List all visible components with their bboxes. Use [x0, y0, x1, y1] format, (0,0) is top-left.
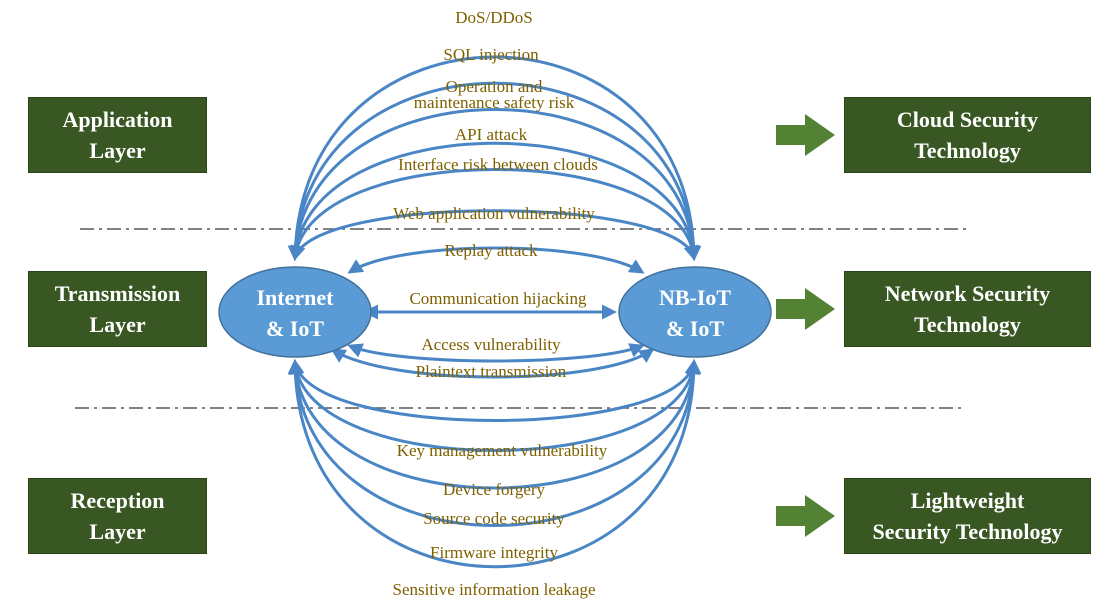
cloud-security-box: Cloud Security Technology: [844, 97, 1091, 173]
nbiot-iot-line1: NB-IoT: [659, 285, 731, 310]
application-layer-box: Application Layer: [28, 97, 207, 173]
threat-arc: [288, 168, 701, 261]
threat-arc: [288, 108, 701, 261]
threat-label: API attack: [455, 125, 528, 144]
reception-layer-line1: Reception: [70, 488, 165, 513]
lightweight-security-line1: Lightweight: [910, 488, 1025, 513]
arrow-right-icon: [776, 495, 835, 537]
transmission-layer-line2: Layer: [89, 312, 146, 337]
internet-iot-node: [218, 266, 372, 358]
internet-iot-line1: Internet: [257, 285, 335, 310]
threat-label: Operation and: [446, 77, 543, 96]
application-layer-line1: Application: [62, 107, 173, 132]
reception-layer-line2: Layer: [89, 519, 146, 544]
threat-label: SQL injection: [443, 45, 539, 64]
threat-label: Web application vulnerability: [393, 204, 595, 223]
network-security-line1: Network Security: [884, 281, 1051, 306]
threat-arc: [289, 359, 700, 422]
nbiot-iot-node: [618, 266, 772, 358]
network-security-line2: Technology: [914, 312, 1021, 337]
threat-arc: [287, 55, 702, 261]
threat-label: Source code security: [423, 509, 565, 528]
threat-label: DoS/DDoS: [455, 8, 532, 27]
threat-arc: [347, 343, 645, 363]
arrow-right-icon: [776, 288, 835, 330]
lightweight-security-line2: Security Technology: [872, 519, 1063, 544]
internet-iot-line2: & IoT: [266, 316, 324, 341]
threat-arc: [330, 348, 655, 379]
threat-arc: [288, 359, 702, 490]
threat-label: Sensitive information leakage: [393, 580, 596, 599]
threat-label: Device forgery: [443, 480, 546, 499]
threat-arc: [287, 359, 702, 569]
threat-label: Firmware integrity: [430, 543, 558, 562]
threat-arc: [287, 359, 702, 527]
cloud-security-line1: Cloud Security: [896, 107, 1039, 132]
threat-arc: [347, 246, 645, 274]
threat-label: Interface risk between clouds: [398, 155, 598, 174]
threat-label: Replay attack: [445, 241, 538, 260]
cloud-security-line2: Technology: [914, 138, 1021, 163]
nbiot-iot-line2: & IoT: [666, 316, 724, 341]
reception-layer-box: Reception Layer: [28, 478, 207, 554]
threat-arc: [288, 359, 701, 452]
threat-label: Access vulnerability: [421, 335, 561, 354]
arrow-right-icon: [776, 114, 835, 156]
threat-label: maintenance safety risk: [414, 93, 575, 112]
lightweight-security-box: Lightweight Security Technology: [844, 478, 1091, 554]
transmission-layer-line1: Transmission: [54, 281, 181, 306]
threat-label: Communication hijacking: [409, 289, 587, 308]
application-layer-line2: Layer: [89, 138, 146, 163]
network-security-box: Network Security Technology: [844, 271, 1091, 347]
threat-label: Key management vulnerability: [397, 441, 608, 460]
threat-arc: [287, 81, 702, 261]
threat-arc: [288, 141, 701, 261]
threat-arc: [290, 209, 699, 261]
transmission-layer-box: Transmission Layer: [28, 271, 207, 347]
threat-label: Plaintext transmission: [416, 362, 567, 381]
